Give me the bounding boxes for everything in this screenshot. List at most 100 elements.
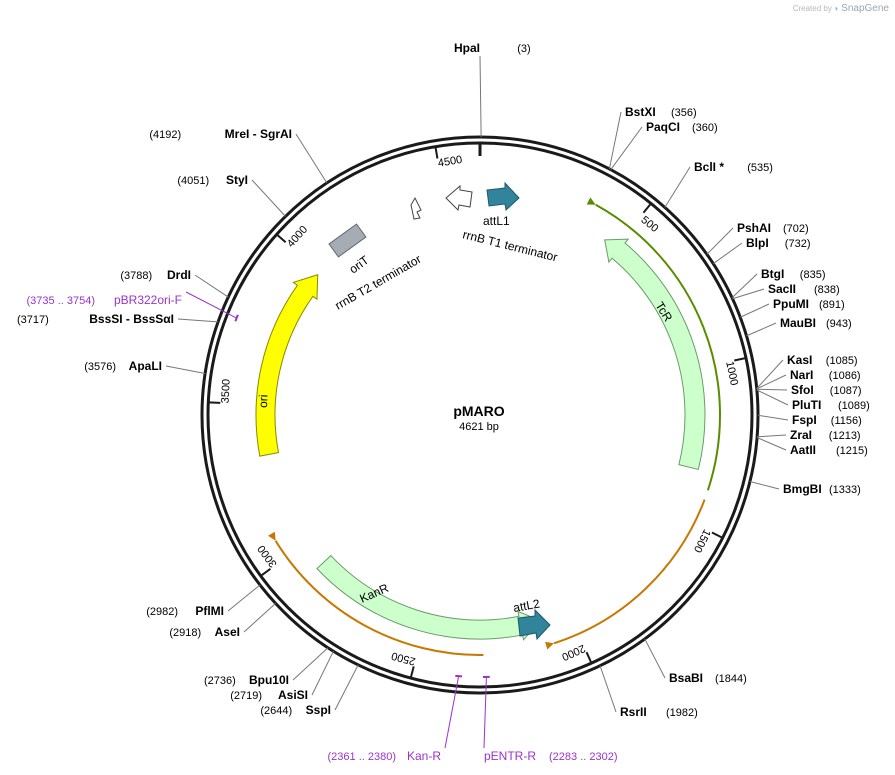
primer-pentr-r: pENTR-R (2283 .. 2302) [483, 675, 618, 763]
site-name: MauBI [780, 316, 816, 330]
site-mrei: MreI - SgrAI(4192) [149, 127, 328, 184]
site-name: BtgI [761, 267, 784, 281]
restriction-sites: HpaI(3)BstXI(356)PaqCI(360)BclI *(535)Ps… [17, 41, 870, 719]
site-position: (1215) [836, 445, 868, 457]
site-bstxi: BstXI(356) [608, 105, 697, 170]
site-position: (943) [826, 318, 852, 330]
site-name: AseI [215, 625, 240, 639]
tick-label: 2000 [560, 642, 587, 663]
tick-mark [208, 401, 221, 404]
site-leader-line [295, 133, 328, 184]
site-leader-line [177, 318, 219, 323]
site-bpu10i: Bpu10I(2736) [204, 647, 329, 687]
site-position: (838) [814, 284, 840, 296]
site-name: BclI * [694, 160, 724, 174]
site-leader-line [251, 179, 286, 217]
site-leader-line [664, 166, 691, 208]
site-leader-line [712, 242, 743, 265]
site-name: ApaLI [129, 359, 162, 373]
site-name: HpaI [454, 41, 480, 55]
site-leader-line [479, 55, 482, 138]
site-bsabi: BsaBI(1844) [644, 638, 747, 685]
feature-rrnb-t1-label: rrnB T1 terminator [461, 227, 559, 264]
site-leader-line [756, 437, 787, 451]
site-leader-line [292, 647, 329, 681]
site-name: PpuMI [773, 297, 809, 311]
site-maubi: MauBI (943) [746, 316, 852, 337]
site-leader-line [756, 374, 787, 390]
site-leader-line [732, 288, 765, 300]
site-hpai: HpaI (3) [454, 41, 531, 138]
plasmid-name: pMARO [453, 403, 504, 419]
site-bcli: BclI * (535) [664, 160, 773, 208]
site-name: PshAI [737, 221, 771, 235]
orf-tcr-head [586, 197, 596, 205]
primer-binding-mark [234, 314, 239, 322]
site-ppumi: PpuMI(891) [740, 297, 845, 318]
site-name: PflMI [195, 604, 224, 618]
site-leader-line [610, 126, 643, 170]
primer-range: (2283 .. 2302) [549, 751, 618, 763]
site-name: SspI [306, 703, 331, 717]
primer-leader-line [185, 291, 237, 319]
primer-range: (3735 .. 3754) [27, 295, 96, 307]
tick-label: 4000 [285, 224, 310, 250]
site-styi: StyI(4051) [177, 173, 286, 217]
site-sacii: SacII(838) [732, 282, 840, 300]
primer-kan-r: Kan-R(2361 .. 2380) [328, 674, 463, 763]
tick-label: 4500 [437, 154, 463, 170]
orf-arcs [267, 197, 721, 656]
site-leader-line [608, 111, 622, 170]
site-position: (1213) [829, 430, 861, 442]
site-name: ZraI [790, 428, 812, 442]
tick-mark [409, 666, 415, 679]
orf-arc-kanr [274, 540, 484, 656]
site-bmgbi: BmgBI(1333) [749, 481, 861, 496]
tick-mark [276, 233, 287, 244]
site-name: FspI [792, 413, 817, 427]
site-position: (835) [800, 269, 826, 281]
tick-label: 500 [639, 214, 661, 235]
site-fspi: FspI(1156) [757, 413, 862, 427]
site-leader-line [599, 665, 617, 713]
primers: pBR322ori-F (3735 .. 3754) Kan-R(2361 .. 2… [27, 291, 618, 763]
site-leader-line [706, 227, 734, 255]
orf-kanr-head [267, 531, 276, 541]
tick-label: 1500 [691, 527, 713, 554]
primer-name: pBR322ori-F [114, 293, 182, 307]
site-leader-line [757, 414, 789, 421]
primer-leader-line [483, 676, 487, 749]
site-position: (3) [517, 43, 530, 55]
site-position: (1844) [715, 673, 747, 685]
tick-mark [434, 146, 439, 159]
tick-mark [711, 531, 724, 539]
tick-mark [585, 651, 593, 664]
site-name: BssSI - BssSαI [89, 312, 174, 326]
primer-name: pENTR-R [484, 749, 536, 763]
site-leader-line [243, 603, 276, 633]
site-name: StyI [226, 173, 248, 187]
site-name: PluTI [792, 398, 821, 412]
site-leader-line [165, 365, 206, 374]
site-apali: ApaLI (3576) [84, 359, 206, 374]
primer-pbr322ori-f: pBR322ori-F (3735 .. 3754) [27, 291, 239, 322]
site-pluti: PluTI(1089) [756, 389, 870, 412]
plasmid-length: 4621 bp [459, 421, 499, 433]
site-position: (4192) [149, 129, 181, 141]
site-leader-line [756, 359, 784, 389]
primer-binding-mark [455, 674, 463, 678]
tick-mark [260, 568, 272, 577]
snapgene-logo-icon: ◗ [834, 4, 839, 13]
site-name: PaqCI [646, 120, 680, 134]
site-position: (3717) [17, 314, 49, 326]
primer-range: (2361 .. 2380) [328, 751, 397, 763]
site-position: (1087) [830, 385, 862, 397]
site-sfoi: SfoI (1087) [756, 383, 862, 397]
site-position: (535) [747, 162, 773, 174]
site-position: (3576) [84, 361, 116, 373]
site-name: SfoI [791, 383, 814, 397]
tick-label: 1000 [723, 360, 740, 386]
feature-rrnb-t2-label: rrnB T2 terminator [333, 252, 424, 313]
feature-rrnb-t2-arrow [410, 196, 422, 220]
